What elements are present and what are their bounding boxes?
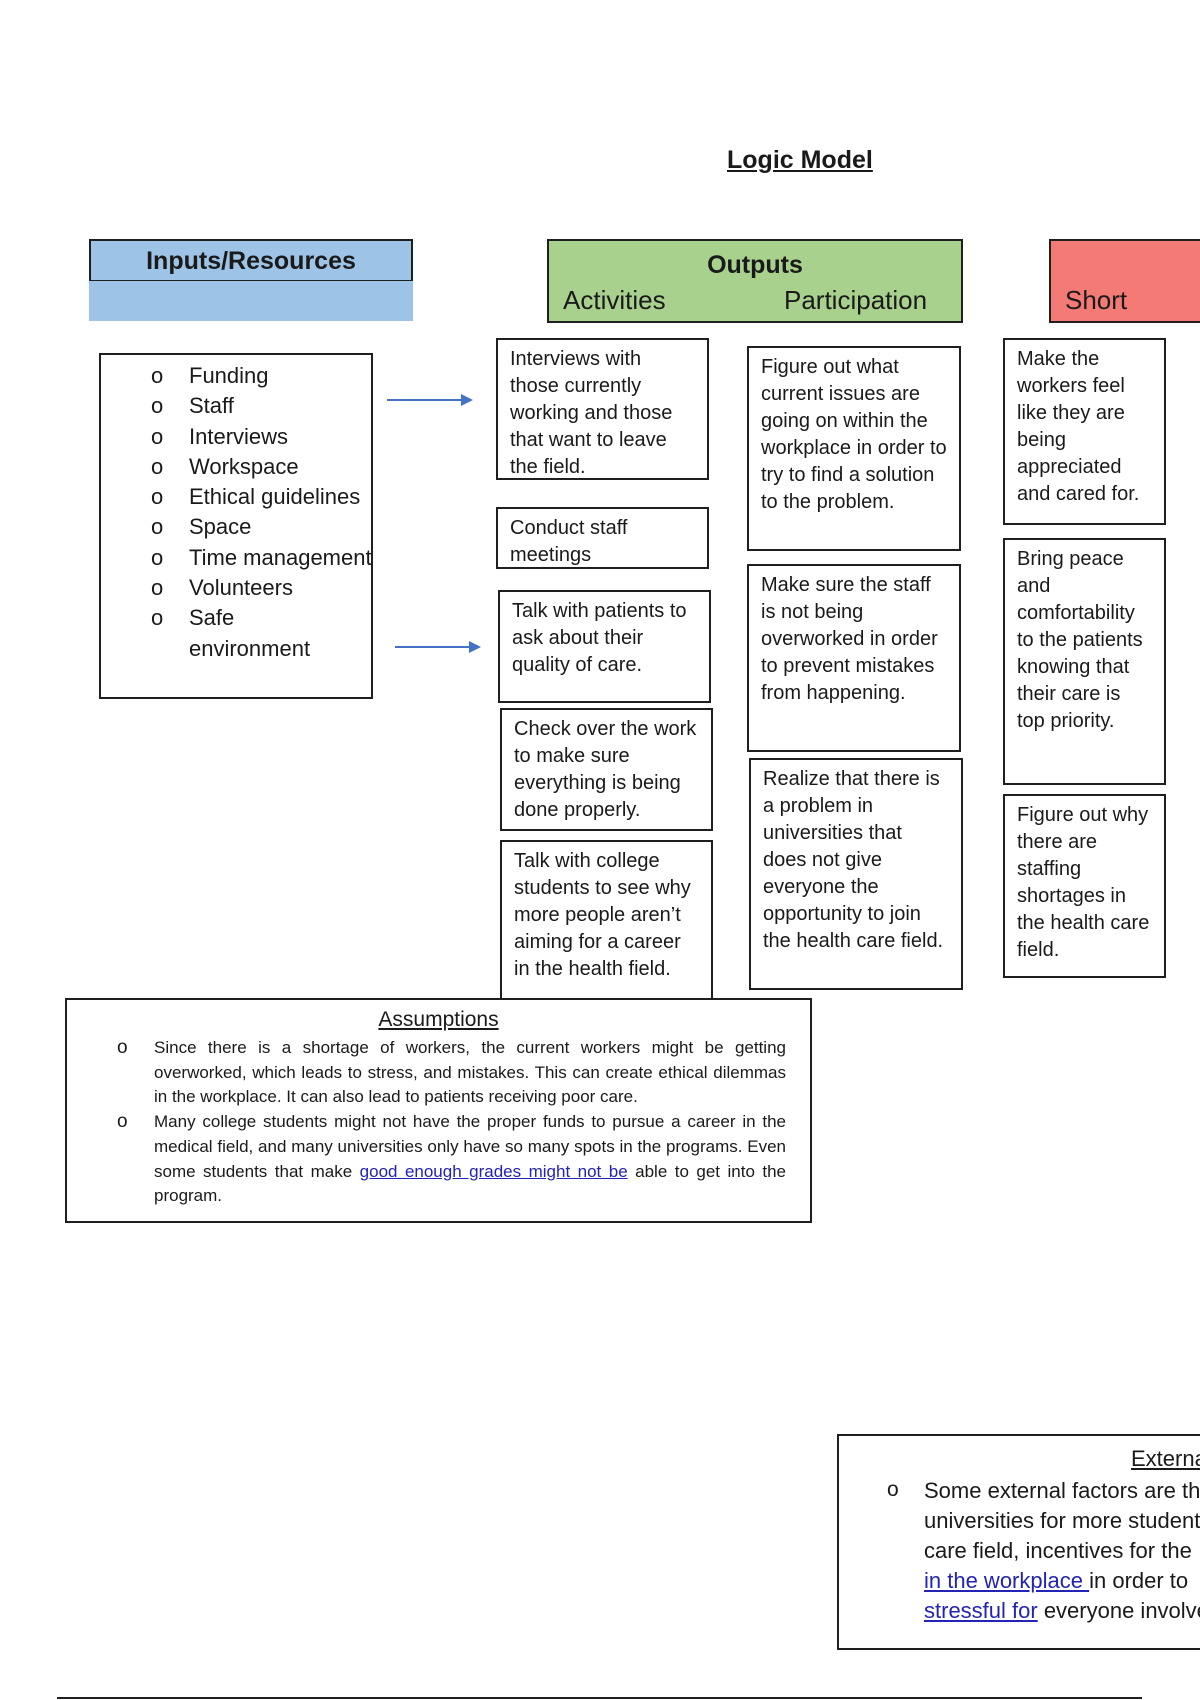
bullet: o (151, 393, 164, 419)
page-title: Logic Model (727, 146, 873, 174)
participation-box: Make sure the staff is not being overwor… (747, 564, 961, 752)
assumptions-box: Assumptions o Since there is a shortage … (65, 998, 812, 1223)
bullet: o (151, 423, 164, 449)
outputs-header: Outputs Activities Participation (547, 239, 963, 323)
bullet: o (151, 605, 164, 631)
text-link[interactable]: good enough grades might not be (359, 1161, 628, 1181)
participation-box: Figure out what current issues are going… (747, 346, 961, 551)
activity-box: Talk with patients to ask about their qu… (498, 590, 711, 703)
inputs-header-band (89, 281, 413, 321)
external-factors-text: Some external factors are th universitie… (924, 1478, 1200, 1623)
short-term-box: Figure out why there are staffing shorta… (1003, 794, 1166, 978)
text-link[interactable]: in the workplace (924, 1568, 1090, 1593)
bullet: o (117, 1111, 128, 1133)
short-term-header: Short (1049, 239, 1200, 323)
arrow-right-icon (395, 641, 481, 653)
short-label: Short (1065, 285, 1128, 315)
bullet: o (151, 484, 164, 510)
arrow-right-icon (387, 394, 473, 406)
page-bottom-rule (57, 1697, 1142, 1699)
activities-label: Activities (563, 285, 666, 315)
activity-box: Interviews with those currently working … (496, 338, 709, 480)
assumptions-list: o Since there is a shortage of workers, … (67, 1036, 810, 1209)
external-factors-box: Externa o Some external factors are th u… (837, 1434, 1200, 1650)
short-term-box: Bring peace and comfortability to the pa… (1003, 538, 1166, 785)
bullet: o (151, 575, 164, 601)
bullet: o (151, 363, 164, 388)
outputs-title: Outputs (707, 251, 803, 279)
bullet: o (151, 514, 164, 540)
bullet: o (887, 1478, 899, 1501)
activity-box: Conduct staff meetings (496, 507, 709, 569)
bullet: o (117, 1037, 128, 1058)
participation-box: Realize that there is a problem in unive… (749, 758, 963, 990)
bullet: o (151, 544, 164, 570)
short-term-box: Make the workers feel like they are bein… (1003, 338, 1166, 525)
external-factors-heading: Externa (1131, 1446, 1200, 1471)
list-item: o Many college students might not have t… (117, 1111, 787, 1206)
list-item: o Since there is a shortage of workers, … (117, 1037, 786, 1107)
assumptions-heading: Assumptions (378, 1008, 499, 1031)
activity-box: Talk with college students to see why mo… (500, 840, 713, 1010)
bullet: o (151, 453, 164, 479)
text-link[interactable]: stressful for (924, 1598, 1038, 1623)
activity-box: Check over the work to make sure everyth… (500, 708, 713, 831)
participation-label: Participation (784, 285, 928, 315)
inputs-resources-header: Inputs/Resources (89, 239, 413, 282)
